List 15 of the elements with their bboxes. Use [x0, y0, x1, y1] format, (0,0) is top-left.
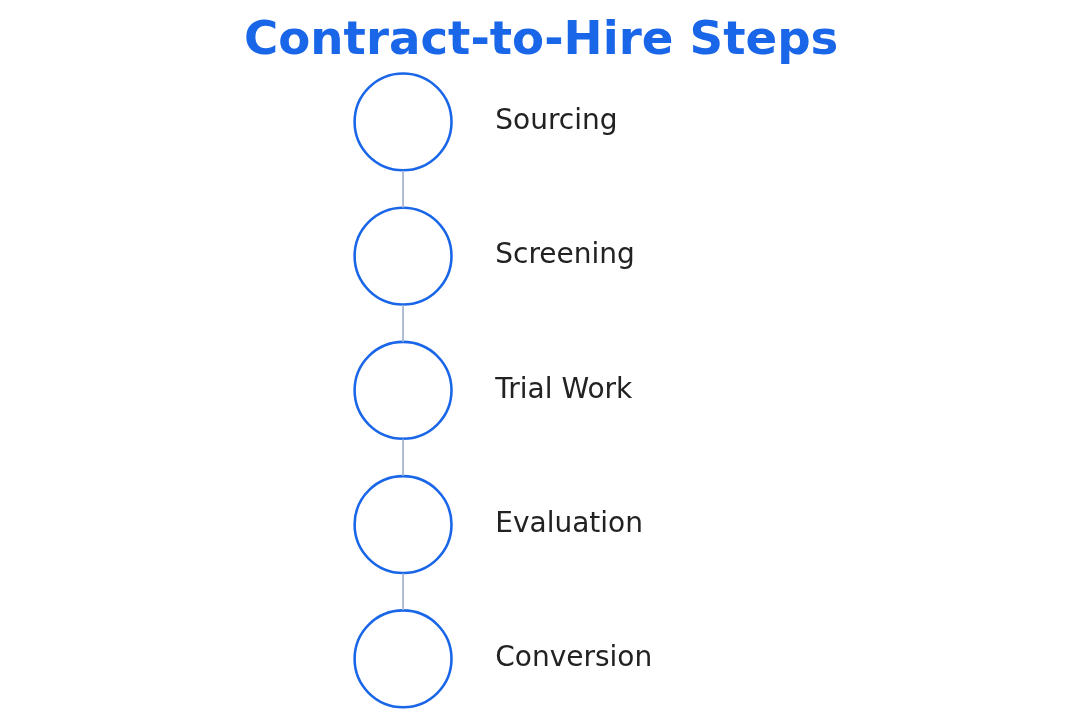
node-circle — [352, 72, 453, 172]
connector — [401, 572, 404, 612]
node-circle — [352, 474, 453, 575]
node-circle — [352, 340, 453, 441]
node-label: Conversion — [494, 640, 652, 674]
connector — [401, 303, 404, 343]
node-circle — [352, 206, 453, 306]
node-label: Screening — [494, 237, 635, 271]
node-label: Sourcing — [494, 103, 618, 137]
node-label: Trial Work — [494, 371, 632, 405]
connector — [401, 169, 404, 209]
connector — [401, 438, 404, 477]
diagram-title: Contract-to-Hire Steps — [243, 10, 838, 65]
node-label: Evaluation — [494, 505, 643, 539]
node-circle — [352, 609, 453, 709]
